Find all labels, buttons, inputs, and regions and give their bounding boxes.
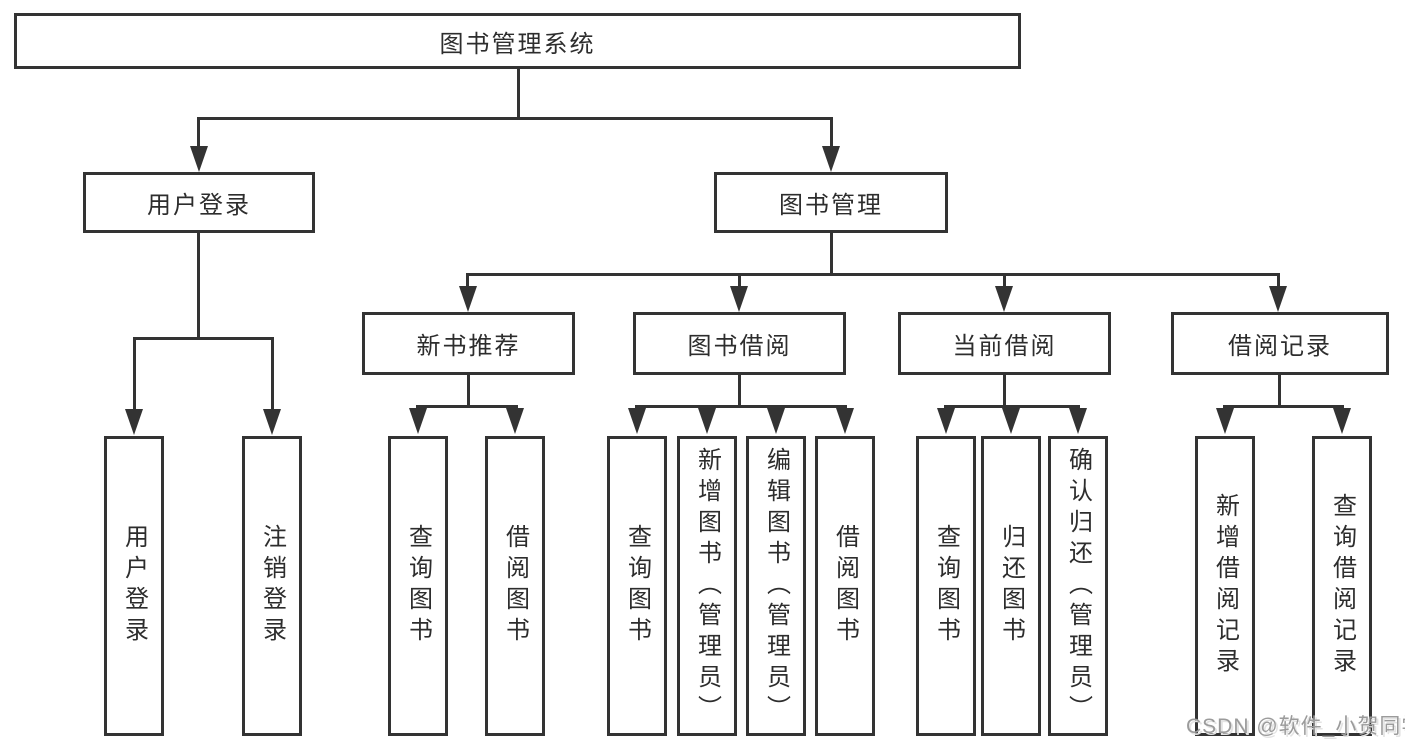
connector-vline xyxy=(738,375,741,408)
leaf-label: 借阅图书 xyxy=(831,524,859,648)
node-borrowing-records: 借阅记录 xyxy=(1171,312,1389,375)
arrow-down-icon xyxy=(937,408,955,434)
connector-vline xyxy=(197,233,200,339)
connector-vline xyxy=(830,233,833,275)
connector-hline xyxy=(1223,405,1344,408)
leaf-query-books-current: 查询图书 xyxy=(916,436,976,736)
leaf-return-books: 归还图书 xyxy=(981,436,1041,736)
connector-vline xyxy=(133,337,136,411)
leaf-add-borrow-record: 新增借阅记录 xyxy=(1195,436,1255,736)
connector-vline xyxy=(271,337,274,411)
connector-hline xyxy=(635,405,847,408)
arrow-down-icon xyxy=(1216,408,1234,434)
arrow-down-icon xyxy=(628,408,646,434)
connector-vline xyxy=(1003,273,1006,287)
connector-vline xyxy=(197,117,200,149)
arrow-down-icon xyxy=(125,409,143,435)
leaf-label: 查询图书 xyxy=(623,524,651,648)
connector-hline xyxy=(197,117,833,120)
leaf-label: 新增图书（管理员） xyxy=(693,446,721,726)
watermark: CSDN @软件_小贺同学 xyxy=(1186,715,1405,738)
leaf-label: 查询借阅记录 xyxy=(1328,493,1356,679)
connector-vline xyxy=(466,273,469,287)
leaf-user-login: 用户登录 xyxy=(104,436,164,736)
node-book-borrowing: 图书借阅 xyxy=(633,312,846,375)
connector-vline xyxy=(1277,273,1280,287)
connector-vline xyxy=(830,117,833,149)
leaf-borrow-books-recommend: 借阅图书 xyxy=(485,436,545,736)
arrow-down-icon xyxy=(190,146,208,172)
connector-vline xyxy=(1003,375,1006,408)
leaf-label: 用户登录 xyxy=(120,524,148,648)
leaf-label: 新增借阅记录 xyxy=(1211,493,1239,679)
connector-vline xyxy=(517,69,520,118)
leaf-label: 归还图书 xyxy=(997,524,1025,648)
arrow-down-icon xyxy=(459,286,477,312)
arrow-down-icon xyxy=(767,408,785,434)
arrow-down-icon xyxy=(409,408,427,434)
leaf-label: 查询图书 xyxy=(404,524,432,648)
leaf-logout: 注销登录 xyxy=(242,436,302,736)
arrow-down-icon xyxy=(506,408,524,434)
connector-vline xyxy=(467,375,470,408)
connector-hline xyxy=(466,273,1280,276)
leaf-label: 借阅图书 xyxy=(501,524,529,648)
node-new-book-recommendation: 新书推荐 xyxy=(362,312,575,375)
connector-hline xyxy=(944,405,1080,408)
arrow-down-icon xyxy=(836,408,854,434)
leaf-label: 查询图书 xyxy=(932,524,960,648)
node-book-management: 图书管理 xyxy=(714,172,948,233)
arrow-down-icon xyxy=(1002,408,1020,434)
node-user-login: 用户登录 xyxy=(83,172,315,233)
leaf-query-books-borrowing: 查询图书 xyxy=(607,436,667,736)
leaf-borrow-books-borrowing: 借阅图书 xyxy=(815,436,875,736)
leaf-query-books-recommend: 查询图书 xyxy=(388,436,448,736)
arrow-down-icon xyxy=(698,408,716,434)
connector-vline xyxy=(738,273,741,287)
leaf-edit-books-admin: 编辑图书（管理员） xyxy=(746,436,806,736)
connector-hline xyxy=(416,405,518,408)
arrow-down-icon xyxy=(263,409,281,435)
leaf-query-borrow-record: 查询借阅记录 xyxy=(1312,436,1372,736)
arrow-down-icon xyxy=(730,286,748,312)
leaf-label: 注销登录 xyxy=(258,524,286,648)
node-current-borrowing: 当前借阅 xyxy=(898,312,1111,375)
leaf-label: 编辑图书（管理员） xyxy=(762,446,790,726)
arrow-down-icon xyxy=(822,146,840,172)
connector-vline xyxy=(1278,375,1281,408)
arrow-down-icon xyxy=(1069,408,1087,434)
leaf-add-books-admin: 新增图书（管理员） xyxy=(677,436,737,736)
leaf-label: 确认归还（管理员） xyxy=(1064,446,1092,726)
arrow-down-icon xyxy=(1333,408,1351,434)
arrow-down-icon xyxy=(995,286,1013,312)
connector-hline xyxy=(133,337,273,340)
arrow-down-icon xyxy=(1269,286,1287,312)
node-root: 图书管理系统 xyxy=(14,13,1021,69)
leaf-confirm-return-admin: 确认归还（管理员） xyxy=(1048,436,1108,736)
